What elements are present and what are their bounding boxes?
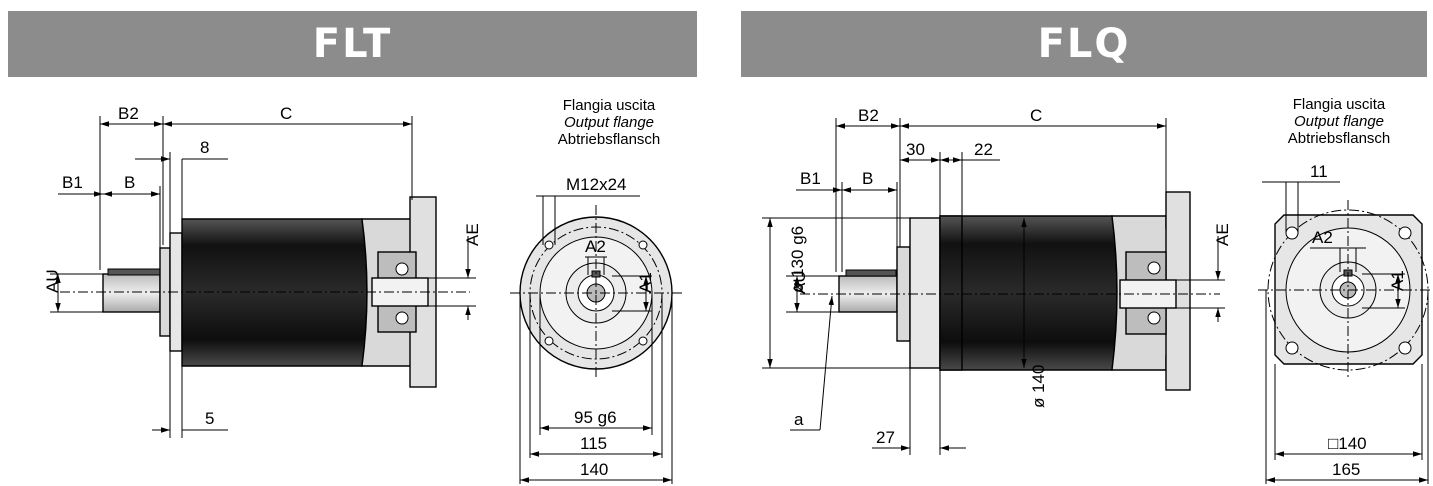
flq-screw-icon xyxy=(1147,311,1161,325)
flq-label-a: a xyxy=(794,410,804,429)
flq-bolt-hole-icon xyxy=(1285,341,1299,355)
flt-caption-line3: Abtriebsflansch xyxy=(558,131,661,148)
flq-bolt-hole-icon xyxy=(1398,226,1412,240)
flq-dim-c: C xyxy=(1030,106,1042,125)
flq-pilot-housing xyxy=(909,217,941,369)
flt-dim-a2: A2 xyxy=(585,237,606,256)
flt-dim-5: 5 xyxy=(205,409,214,428)
flq-bolt-hole-icon xyxy=(1285,226,1299,240)
flt-screw-icon xyxy=(395,311,409,325)
flt-front-view: Flangia uscita Output flange Abtriebsfla… xyxy=(510,97,682,484)
flt-dim-8: 8 xyxy=(200,138,209,157)
flt-dim-140: 140 xyxy=(580,460,608,479)
flq-dim-27: 27 xyxy=(876,428,895,447)
flq-dim-a1: A1 xyxy=(1388,270,1407,291)
flt-bolt-hole-icon xyxy=(544,240,554,250)
flt-dim-m12x24: M12x24 xyxy=(566,175,626,194)
flq-dim-30: 30 xyxy=(906,140,925,159)
flt-dim-b: B xyxy=(124,173,135,192)
flq-caption-line1: Flangia uscita xyxy=(1293,96,1386,113)
flt-bolt-hole-icon xyxy=(544,336,554,346)
flt-bolt-hole-icon xyxy=(638,336,648,346)
flt-dim-b2: B2 xyxy=(118,104,139,123)
flt-shaft xyxy=(102,273,161,313)
flq-dim-dia140: ø 140 xyxy=(1029,365,1048,408)
flt-dim-au: AU xyxy=(43,269,62,293)
flq-dim-a2: A2 xyxy=(1312,228,1333,247)
flq-dim-165: 165 xyxy=(1332,460,1360,479)
flq-caption-line2: Output flange xyxy=(1294,113,1384,130)
flt-bolt-hole-icon xyxy=(638,240,648,250)
flt-caption-line1: Flangia uscita xyxy=(563,97,656,114)
flt-dim-b1: B1 xyxy=(62,173,83,192)
flq-dim-au: AU xyxy=(790,270,809,294)
flq-key xyxy=(845,269,897,277)
flq-side-view: B2 C 30 22 B1 B ø 130 g6 AU AE ø 140 a xyxy=(762,106,1232,455)
flt-caption-line2: Output flange xyxy=(564,114,654,131)
flq-dim-11: 11 xyxy=(1310,162,1328,181)
flt-key xyxy=(107,268,161,276)
flt-side-view: B2 C 8 B1 B AU AE 5 xyxy=(43,104,482,438)
flq-title: FLQ xyxy=(1037,21,1131,67)
flq-front-view: Flangia uscita Output flange Abtriebsfla… xyxy=(1258,96,1433,484)
flq-dim-b: B xyxy=(862,169,873,188)
flq-dim-ae: AE xyxy=(1213,223,1232,246)
flt-dim-ae: AE xyxy=(463,223,482,246)
flt-dim-a1: A1 xyxy=(636,272,655,293)
flq-screw-icon xyxy=(1147,261,1161,275)
flq-banner: FLQ xyxy=(741,11,1427,77)
flt-hollow-bore xyxy=(371,277,429,307)
flt-title: FLT xyxy=(312,21,393,67)
flt-dim-115: 115 xyxy=(580,434,607,453)
flt-dim-c: C xyxy=(280,104,292,123)
flq-bolt-hole-icon xyxy=(1398,341,1412,355)
flq-dim-22: 22 xyxy=(974,140,993,159)
flq-caption-line3: Abtriebsflansch xyxy=(1288,130,1391,147)
flq-motor-body xyxy=(939,215,1118,371)
flq-dim-b2: B2 xyxy=(858,106,879,125)
flq-dim-square140: □140 xyxy=(1328,434,1367,453)
flq-dim-b1: B1 xyxy=(800,169,821,188)
flt-screw-icon xyxy=(395,262,409,276)
flt-dim-95g6: 95 g6 xyxy=(574,408,617,427)
flt-banner: FLT xyxy=(8,11,697,77)
